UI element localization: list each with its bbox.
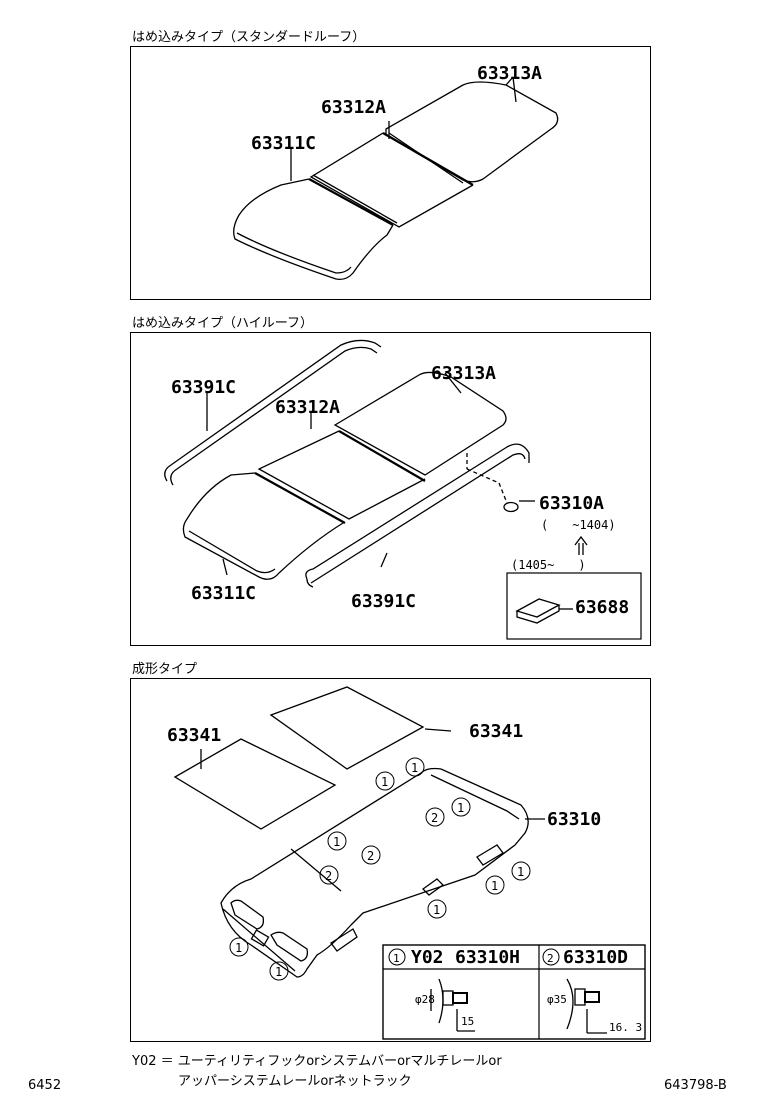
- table-part-63310D: 63310D: [563, 947, 628, 968]
- marker-2: 2: [431, 811, 438, 825]
- part-label-63313A-std: 63313A: [477, 63, 542, 84]
- section1-caption: はめ込みタイプ（スタンダードルーフ）: [132, 30, 366, 45]
- table-marker-2-digit: 2: [547, 952, 554, 965]
- clip1-diameter: φ28: [415, 993, 435, 1006]
- clip2-length: 16. 3: [609, 1021, 642, 1034]
- marker-1: 1: [411, 761, 418, 775]
- part-label-63391C-left: 63391C: [171, 377, 236, 398]
- clip-markers: 1 1 1 2 1 2 2 1 1 1 1 1: [229, 757, 531, 981]
- part-label-63341-left: 63341: [167, 725, 221, 746]
- marker-1: 1: [457, 801, 464, 815]
- section2-panel: 63391C 63313A 63312A 63310A ( ~1404) 633…: [130, 332, 651, 646]
- marker-1: 1: [381, 775, 388, 789]
- part-label-63312A-high: 63312A: [275, 397, 340, 418]
- marker-1: 1: [433, 903, 440, 917]
- marker-2: 2: [325, 869, 332, 883]
- clip2-diameter: φ35: [547, 993, 567, 1006]
- clip1-length: 15: [461, 1015, 474, 1028]
- section1-panel: 63313A 63312A 63311C: [130, 46, 651, 300]
- part-label-63310: 63310: [547, 809, 601, 830]
- part-label-63311C-std: 63311C: [251, 133, 316, 154]
- part-label-63688: 63688: [575, 597, 629, 618]
- part-label-63391C-right: 63391C: [351, 591, 416, 612]
- page-number-left: 6452: [28, 1078, 62, 1093]
- part-label-63341-right: 63341: [469, 721, 523, 742]
- table-prefix-y02: Y02: [411, 947, 444, 968]
- part-label-63310A: 63310A: [539, 493, 604, 514]
- table-part-63310H: 63310H: [455, 947, 520, 968]
- marker-1: 1: [235, 941, 242, 955]
- marker-1: 1: [275, 965, 282, 979]
- table-marker-1: 1: [393, 952, 400, 965]
- standard-roof-diagram: 63313A 63312A 63311C: [233, 63, 559, 281]
- range-from-1405: (1405~ ): [511, 558, 586, 572]
- section3-panel: 1 1 1 2 1 2 2 1 1 1 1 1 63341 63341 6331: [130, 678, 651, 1042]
- part-label-63311C-high: 63311C: [191, 583, 256, 604]
- footnote-line1: Y02 ＝ ユーティリティフックorシステムバーorマルチレールor: [132, 1054, 502, 1069]
- section2-caption: はめ込みタイプ（ハイルーフ）: [132, 316, 313, 331]
- footnote-line2: アッパーシステムレールorネットラック: [178, 1074, 412, 1089]
- marker-1: 1: [517, 865, 524, 879]
- part-label-63312A-std: 63312A: [321, 97, 386, 118]
- part-label-63313A-high: 63313A: [431, 363, 496, 384]
- marker-1: 1: [333, 835, 340, 849]
- molded-type-diagram: 1 1 1 2 1 2 2 1 1 1 1 1 63341 63341 6331: [167, 686, 646, 1040]
- marker-1: 1: [491, 879, 498, 893]
- marker-2: 2: [367, 849, 374, 863]
- range-to-1404: ( ~1404): [541, 518, 616, 532]
- page-number-right: 643798-B: [664, 1078, 727, 1093]
- section3-caption: 成形タイプ: [132, 662, 198, 677]
- high-roof-diagram: 63391C 63313A 63312A 63310A ( ~1404) 633…: [164, 339, 642, 640]
